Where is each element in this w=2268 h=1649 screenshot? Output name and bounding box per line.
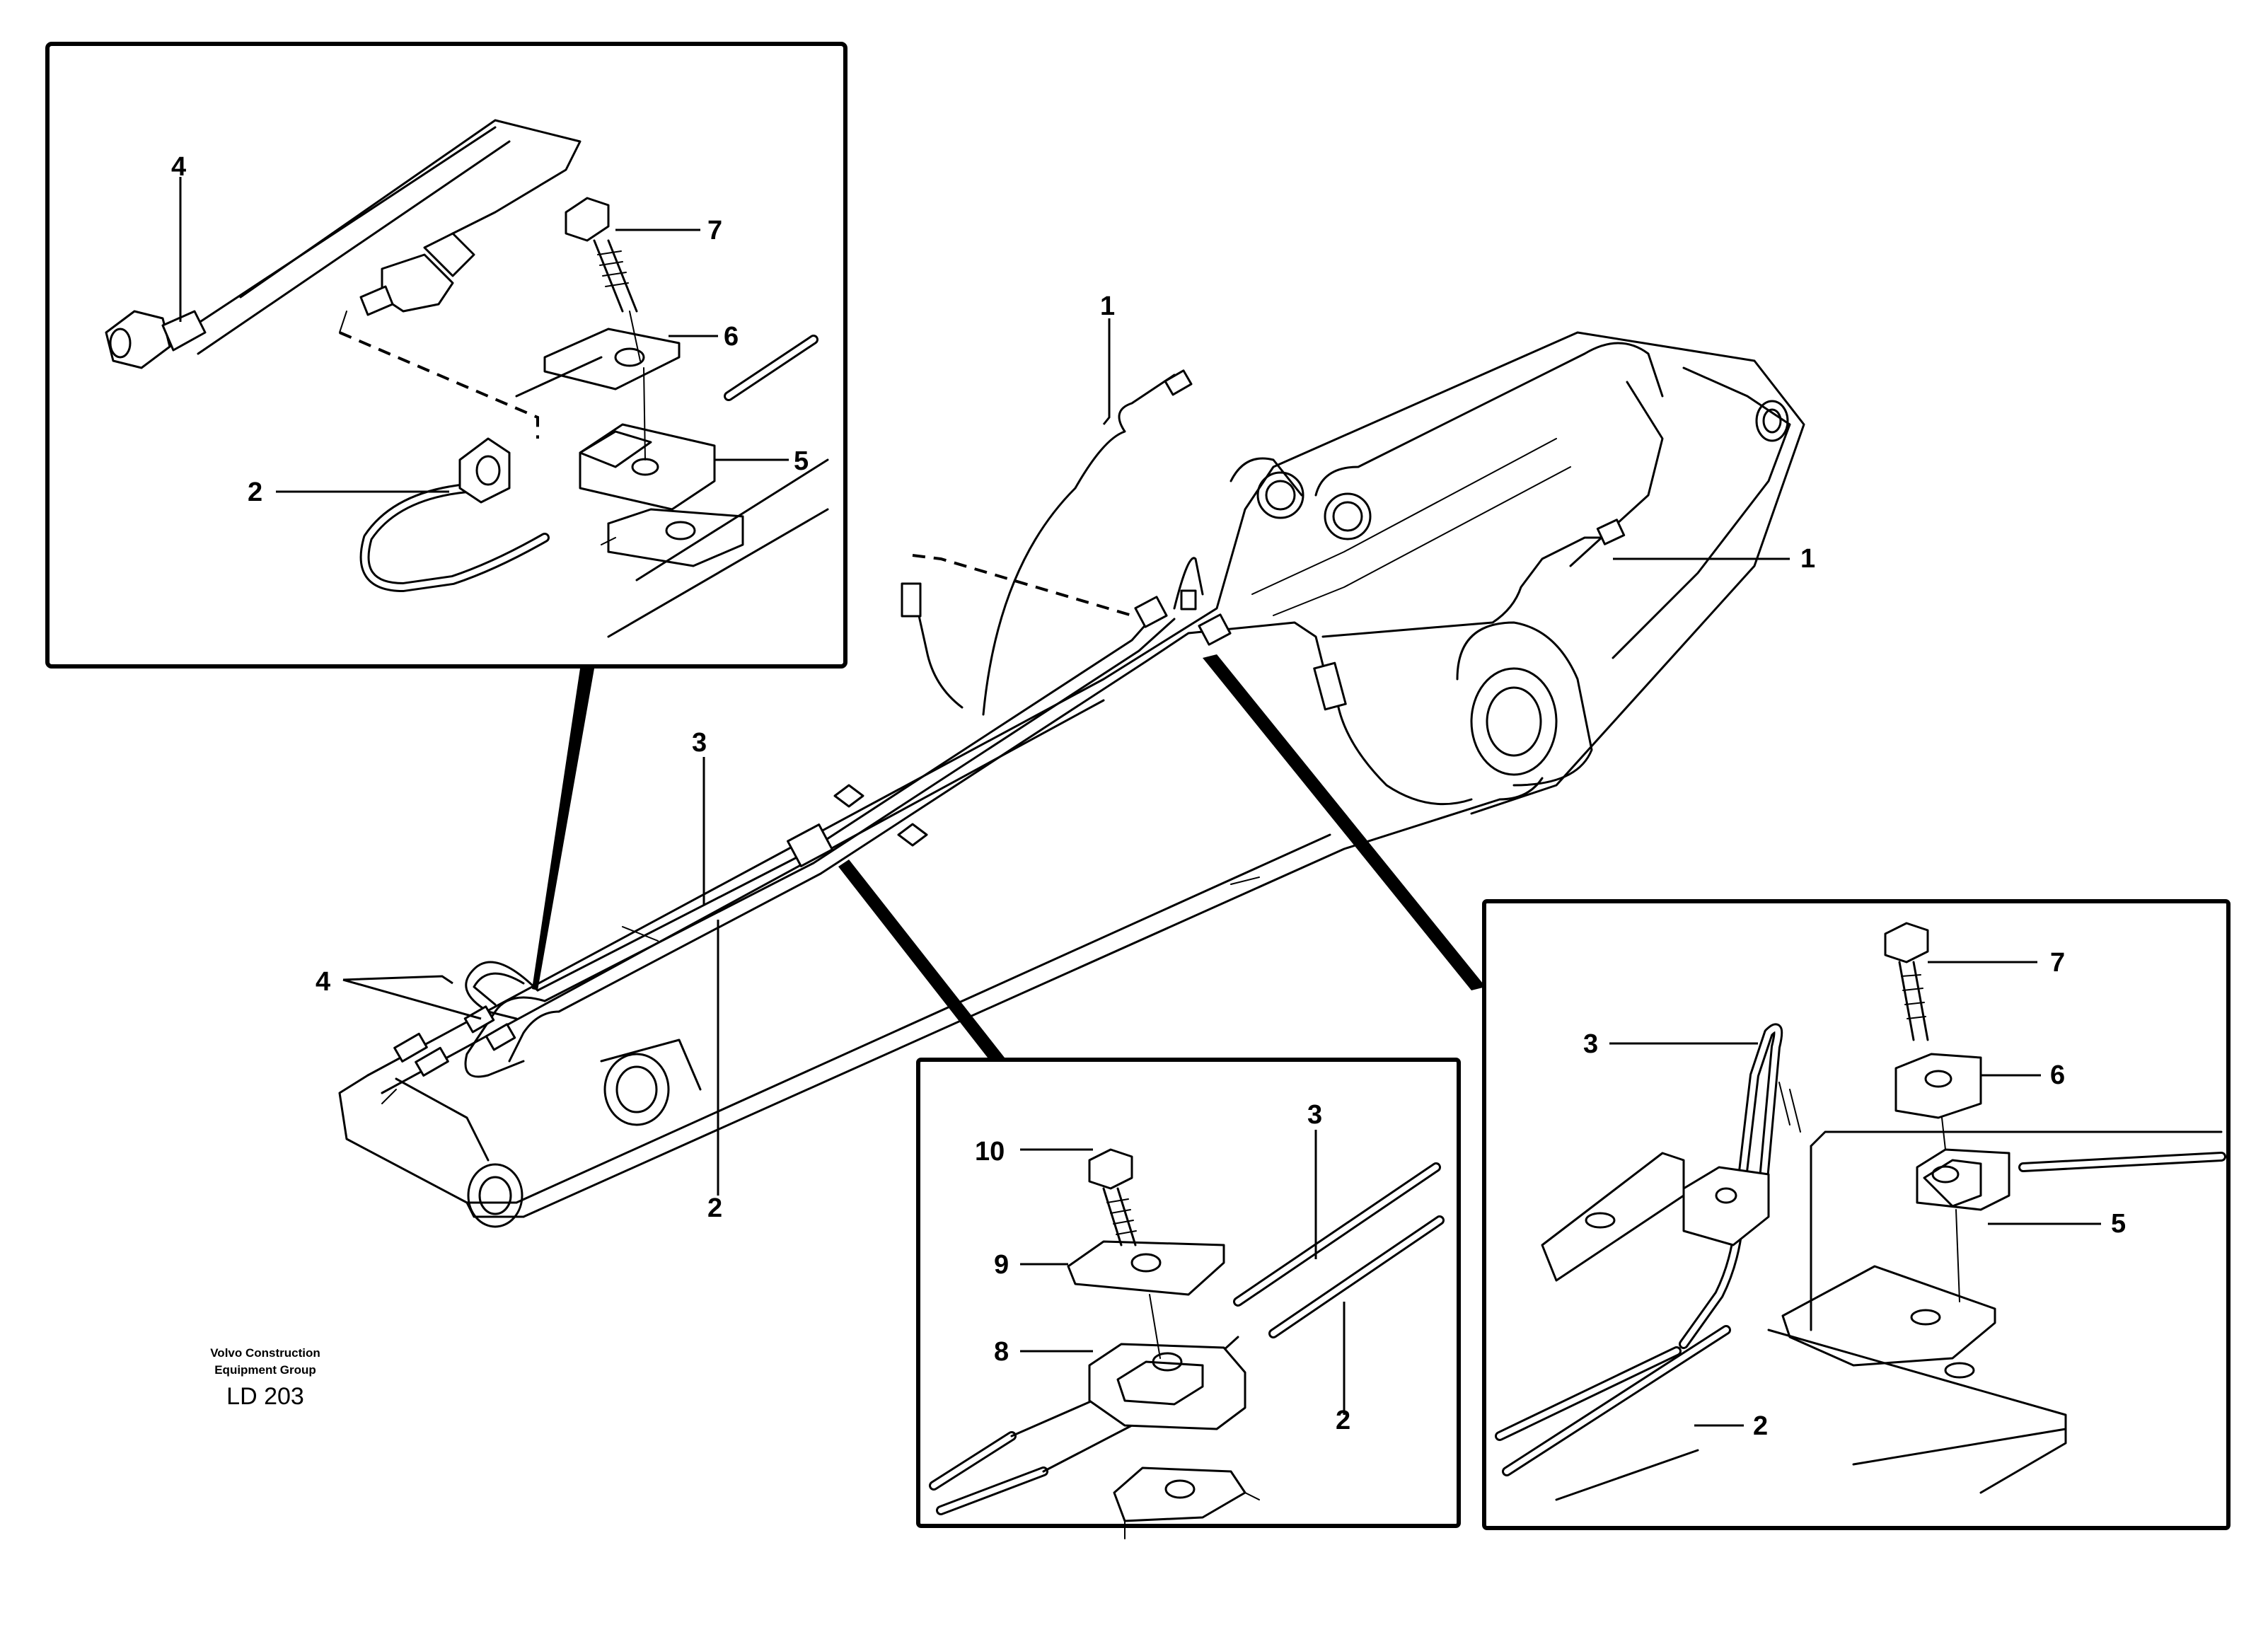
boom-arm: [338, 331, 1805, 1228]
callout-6-detail-top: 6: [724, 322, 739, 352]
right-leaders: [1609, 961, 2101, 1427]
bottom-middle-callouts: 10 9 8 3 2: [975, 1100, 1350, 1435]
callout-2-detail-mid: 2: [1336, 1406, 1350, 1435]
footer-drawing-code: LD 203: [226, 1383, 304, 1410]
callout-4-detail: 4: [171, 152, 186, 182]
top-left-callouts: 4 7 6 5 2: [171, 152, 809, 507]
footer-company-line2: Equipment Group: [214, 1363, 316, 1377]
footer-block: Volvo Construction Equipment Group LD 20…: [210, 1346, 320, 1410]
callout-2-main: 2: [707, 1193, 722, 1223]
callout-8: 8: [994, 1337, 1009, 1367]
detail-leaders: [532, 654, 1486, 1061]
callout-1-upper: 1: [1100, 291, 1115, 321]
main-leader-lines: [342, 318, 1790, 1196]
callout-7-detail-right: 7: [2050, 948, 2065, 978]
callout-3-detail-right: 3: [1583, 1029, 1598, 1059]
callout-6-detail-right: 6: [2050, 1060, 2065, 1090]
detail-box-bottom-middle: [916, 1058, 1461, 1539]
bottom-middle-leaders: [1020, 1130, 1346, 1415]
top-left-leaders: [179, 177, 789, 493]
callout-10: 10: [975, 1137, 1005, 1167]
main-callouts: 1 1 3 2 4: [316, 291, 1815, 1223]
right-callouts: 3 7 6 5 2: [1583, 948, 2126, 1441]
detail-box-top-left: [45, 42, 847, 669]
callout-5-detail-top: 5: [794, 446, 809, 476]
callout-5-detail-right: 5: [2111, 1209, 2126, 1239]
callout-3-detail-mid: 3: [1307, 1100, 1322, 1130]
callout-7-detail-top: 7: [707, 216, 722, 245]
callout-4-main: 4: [316, 967, 330, 997]
callout-2-detail-top: 2: [248, 478, 262, 507]
pipe-lines-main: [393, 369, 1626, 1078]
callout-2-detail-right: 2: [1753, 1411, 1768, 1441]
callout-9: 9: [994, 1250, 1009, 1280]
detail-box-right: [1482, 899, 2231, 1530]
footer-company-line1: Volvo Construction: [210, 1346, 320, 1360]
callout-3-main: 3: [692, 728, 707, 758]
callout-1-right: 1: [1800, 544, 1815, 574]
